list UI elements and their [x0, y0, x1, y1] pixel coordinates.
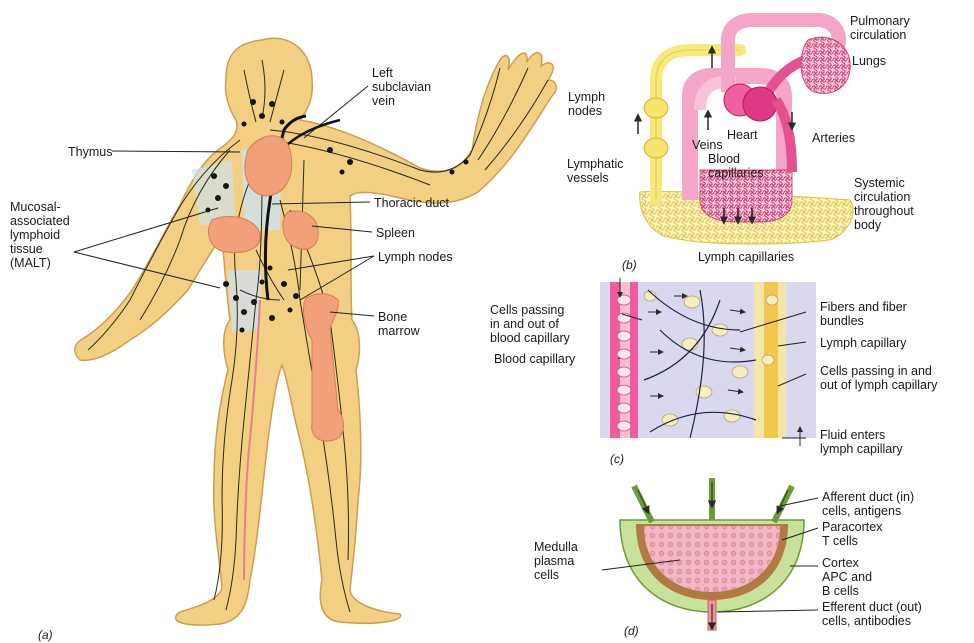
label-arteries: Arteries [812, 131, 855, 145]
label-cells-lymph-capillary: Cells passing in and out of lymph capill… [820, 364, 937, 392]
label-lungs: Lungs [852, 54, 886, 68]
label-efferent-duct: Efferent duct (out) cells, antibodies [822, 600, 922, 628]
label-bone-marrow: Bone marrow [378, 310, 420, 338]
label-left-subclavian-vein: Left subclavian vein [372, 66, 431, 108]
label-afferent-duct: Afferent duct (in) cells, antigens [822, 490, 914, 518]
label-heart: Heart [727, 128, 758, 142]
label-cortex: Cortex APC and B cells [822, 556, 872, 598]
label-lymphatic-vessels: Lymphatic vessels [567, 157, 624, 185]
label-pulmonary-circulation: Pulmonary circulation [850, 14, 910, 42]
label-thoracic-duct: Thoracic duct [374, 196, 449, 210]
caption-b: (b) [622, 258, 637, 272]
thymus-organ [245, 136, 292, 196]
label-lymph-capillaries: Lymph capillaries [698, 250, 794, 264]
label-thymus: Thymus [68, 145, 112, 159]
label-paracortex: Paracortex T cells [822, 520, 882, 548]
label-medulla: Medulla plasma cells [534, 540, 578, 582]
label-cells-blood-capillary: Cells passing in and out of blood capill… [490, 303, 570, 345]
label-systemic-circulation: Systemic circulation throughout body [854, 176, 914, 232]
label-veins: Veins [692, 138, 723, 152]
label-lymph-nodes-a: Lymph nodes [378, 250, 453, 264]
label-fibers: Fibers and fiber bundles [820, 300, 907, 328]
label-fluid-enters: Fluid enters lymph capillary [820, 428, 903, 456]
label-lymph-capillary: Lymph capillary [820, 336, 906, 350]
afferent-ducts [634, 478, 792, 522]
caption-d: (d) [624, 624, 639, 638]
label-malt: Mucosal- associated lymphoid tissue (MAL… [10, 200, 70, 270]
panel-c-capillaries [600, 278, 816, 446]
body-figure [75, 38, 557, 625]
label-blood-capillaries: Blood capillaries [708, 152, 764, 180]
lymph-node-b1 [644, 98, 668, 118]
lymph-node-b2 [644, 138, 668, 158]
label-spleen: Spleen [376, 226, 415, 240]
pelvis-region [228, 270, 262, 332]
caption-a: (a) [38, 628, 53, 642]
label-lymph-nodes-b: Lymph nodes [568, 90, 605, 118]
panel-d-lymph-node [620, 478, 804, 630]
label-blood-capillary: Blood capillary [494, 352, 575, 366]
caption-c: (c) [610, 452, 624, 466]
